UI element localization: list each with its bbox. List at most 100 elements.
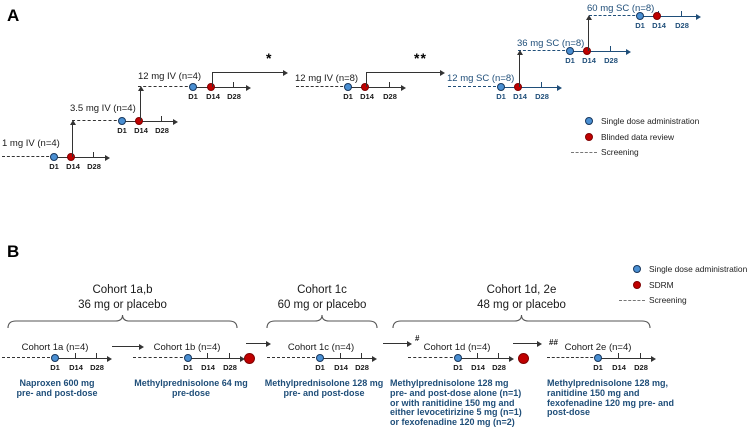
b-cohort-1-arrowhead-icon <box>240 356 245 362</box>
a-cohort-5-review-marker-icon <box>583 47 591 55</box>
b-cohort-4-treatment-desc-line-2: fexofenadine 120 mg pre- and <box>547 397 675 408</box>
b-cohort-3-treatment-desc-line-2: or with ranitidine 150 mg and <box>390 397 515 408</box>
a-escalation-vline-0 <box>212 72 213 87</box>
b-cohort-3-day-label-1: D14 <box>471 363 485 372</box>
a-cohort-6-day-label-2: D28 <box>675 21 689 30</box>
a-escalation-arrowhead-icon-0 <box>283 70 288 76</box>
b-cohort-0-treatment-desc-line-0: Naproxen 600 mg <box>19 378 95 388</box>
b-cohort-3-day-label-0: D1 <box>453 363 463 372</box>
b-cohort-4-treatment-desc: Methylprednisolone 128 mg,ranitidine 150… <box>547 378 675 418</box>
b-group-title-0: Cohort 1a,b <box>92 284 153 296</box>
a-cohort-3-day-label-2: D28 <box>383 92 397 101</box>
b-group-title-1: Cohort 1c <box>297 284 347 296</box>
a-cohort-1-label: 3.5 mg IV (n=4) <box>70 103 136 114</box>
b-group-dose-0: 36 mg or placebo <box>78 299 167 311</box>
a-cohort-0-day-label-2: D28 <box>87 162 101 171</box>
b-cohort-4-treatment-desc-line-0: Methylprednisolone 128 mg, <box>547 378 669 388</box>
a-cohort-1-tick-d28 <box>161 116 162 121</box>
b-cohort-0-screening-line <box>2 357 55 358</box>
b-cohort-4-day-label-1: D14 <box>612 363 626 372</box>
a-cohort-3-review-marker-icon <box>361 83 369 91</box>
a-step-arrow-2 <box>519 54 520 87</box>
a-cohort-0-single-dose-marker-icon <box>50 153 58 161</box>
b-cohort-1-single-dose-marker-icon <box>184 354 192 362</box>
a-cohort-6-tick-d28 <box>681 11 682 16</box>
a-escalation-star-0: * <box>266 50 273 66</box>
b-legend-single-dose-icon <box>633 265 641 273</box>
a-cohort-1-day-label-0: D1 <box>117 126 127 135</box>
b-cohort-4-day-label-0: D1 <box>593 363 603 372</box>
b-cohort-4-screening-line <box>547 357 598 358</box>
b-cohort-4-hash-mark: ## <box>549 338 558 347</box>
a-cohort-5-timeline <box>570 51 626 52</box>
a-cohort-4-label: 12 mg SC (n=8) <box>447 73 515 84</box>
a-cohort-2-day-label-0: D1 <box>188 92 198 101</box>
b-cohort-0-single-dose-marker-icon <box>51 354 59 362</box>
b-cohort-2-timeline <box>320 358 372 359</box>
b-cohort-2-day-label-0: D1 <box>315 363 325 372</box>
a-step-arrowhead-icon-0 <box>70 120 76 125</box>
a-cohort-3-arrowhead-icon <box>401 85 406 91</box>
a-cohort-1-arrowhead-icon <box>173 119 178 125</box>
b-cohort-3-treatment-desc-line-4: or fexofenadine 120 mg (n=2) <box>390 417 515 428</box>
a-cohort-5-arrowhead-icon <box>626 49 631 55</box>
a-cohort-5-tick-d28 <box>610 46 611 51</box>
b-cohort-1-tick-d28 <box>229 353 230 358</box>
b-cohort-1-treatment-desc-line-0: Methylprednisolone 64 mg <box>134 378 248 388</box>
a-cohort-5-label: 36 mg SC (n=8) <box>517 38 585 49</box>
a-escalation-star-1: ** <box>414 50 427 66</box>
a-cohort-3-timeline <box>348 87 401 88</box>
a-cohort-5-single-dose-marker-icon <box>566 47 574 55</box>
b-flow-arrow-1 <box>246 343 266 344</box>
b-cohort-4-tick-d28 <box>640 353 641 358</box>
b-cohort-2-tick-d28 <box>361 353 362 358</box>
a-cohort-3-day-label-0: D1 <box>343 92 353 101</box>
b-cohort-2-treatment-desc-line-1: pre- and post-dose <box>283 387 365 398</box>
b-group-dose-2: 48 mg or placebo <box>477 299 566 311</box>
a-cohort-5-day-label-1: D14 <box>582 56 596 65</box>
b-legend-label-0: Single dose administration <box>649 264 748 274</box>
a-cohort-4-day-label-2: D28 <box>535 92 549 101</box>
a-cohort-4-arrowhead-icon <box>557 85 562 91</box>
b-sdrm-marker-icon-0 <box>244 353 255 364</box>
b-cohort-0-day-label-1: D14 <box>69 363 83 372</box>
b-sdrm-marker-icon-1 <box>518 353 529 364</box>
panel-a-letter: A <box>7 6 20 25</box>
a-cohort-0-arrowhead-icon <box>105 155 110 161</box>
b-legend-label-1: SDRM <box>649 280 674 290</box>
a-escalation-vline-1 <box>366 72 367 87</box>
b-cohort-2-treatment-desc-line-0: Methylprednisolone 128 mg <box>264 378 384 388</box>
a-cohort-5-screening-line <box>518 50 570 51</box>
b-cohort-0-day-label-0: D1 <box>50 363 60 372</box>
a-cohort-3-single-dose-marker-icon <box>344 83 352 91</box>
a-cohort-2-day-label-2: D28 <box>227 92 241 101</box>
a-cohort-3-screening-line <box>296 86 348 87</box>
a-legend-screening-icon <box>571 152 597 153</box>
b-cohort-4-timeline <box>598 358 651 359</box>
b-cohort-1-day-label-0: D1 <box>183 363 193 372</box>
a-cohort-4-day-label-1: D14 <box>513 92 527 101</box>
b-cohort-3-single-dose-marker-icon <box>454 354 462 362</box>
b-cohort-2-day-label-1: D14 <box>334 363 348 372</box>
a-cohort-3-day-label-1: D14 <box>360 92 374 101</box>
b-cohort-4-day-label-2: D28 <box>634 363 648 372</box>
b-cohort-0-label: Cohort 1a (n=4) <box>21 342 89 353</box>
b-cohort-2-single-dose-marker-icon <box>316 354 324 362</box>
a-legend-review-icon <box>585 133 593 141</box>
a-cohort-4-single-dose-marker-icon <box>497 83 505 91</box>
b-flow-arrow-2 <box>383 343 407 344</box>
b-cohort-0-tick-d14 <box>75 353 76 358</box>
a-cohort-1-single-dose-marker-icon <box>118 117 126 125</box>
b-group-title-2: Cohort 1d, 2e <box>486 284 557 296</box>
a-cohort-1-screening-line <box>72 120 122 121</box>
b-cohort-2-screening-line <box>267 357 320 358</box>
a-cohort-0-day-label-0: D1 <box>49 162 59 171</box>
b-flow-arrowhead-icon-2 <box>407 341 412 347</box>
a-cohort-6-day-label-1: D14 <box>652 21 666 30</box>
a-cohort-6-label: 60 mg SC (n=8) <box>587 3 655 14</box>
a-cohort-6-day-label-0: D1 <box>635 21 645 30</box>
b-flow-arrow-0 <box>112 346 139 347</box>
b-cohort-3-treatment-desc-line-3: either levocetirizine 5 mg (n=1) <box>390 407 522 418</box>
